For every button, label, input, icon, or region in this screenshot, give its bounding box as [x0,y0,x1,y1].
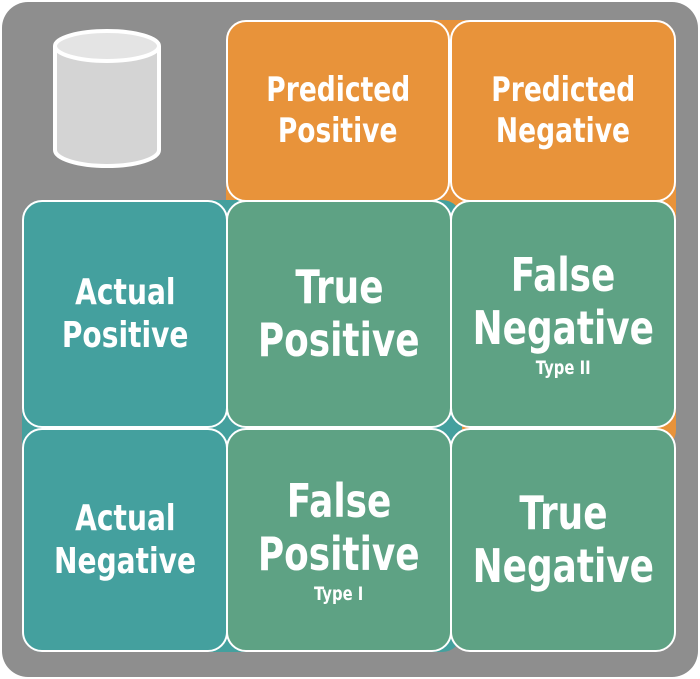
false-negative-cell: False Negative Type II [450,200,676,428]
actual-positive-line1: Actual [74,271,176,313]
true-positive-line1: True [294,260,384,315]
true-negative-line2: Negative [472,539,654,593]
database-cylinder-icon [53,29,161,168]
false-negative-line1: False [510,248,616,303]
actual-negative-line2: Negative [53,541,196,582]
false-positive-line2: Positive [258,527,420,581]
actual-negative-line1: Actual [74,497,176,539]
predicted-positive-header: Predicted Positive [226,20,450,202]
false-negative-type-label: Type II [535,356,591,379]
false-negative-line2: Negative [472,301,654,355]
predicted-positive-line1: Predicted [266,70,410,111]
actual-negative-header: Actual Negative [22,428,228,652]
actual-positive-header: Actual Positive [22,200,228,428]
predicted-negative-line2: Negative [495,111,631,151]
actual-positive-line2: Positive [61,315,189,356]
false-positive-line1: False [286,474,392,529]
true-positive-cell: True Positive [226,200,452,428]
predicted-negative-header: Predicted Negative [450,20,676,202]
predicted-negative-line1: Predicted [491,70,635,111]
false-positive-type-label: Type I [314,582,364,605]
true-negative-line1: True [518,486,608,541]
predicted-positive-line2: Positive [278,111,398,151]
false-positive-cell: False Positive Type I [226,428,452,652]
true-positive-line2: Positive [258,313,420,367]
true-negative-cell: True Negative [450,428,676,652]
